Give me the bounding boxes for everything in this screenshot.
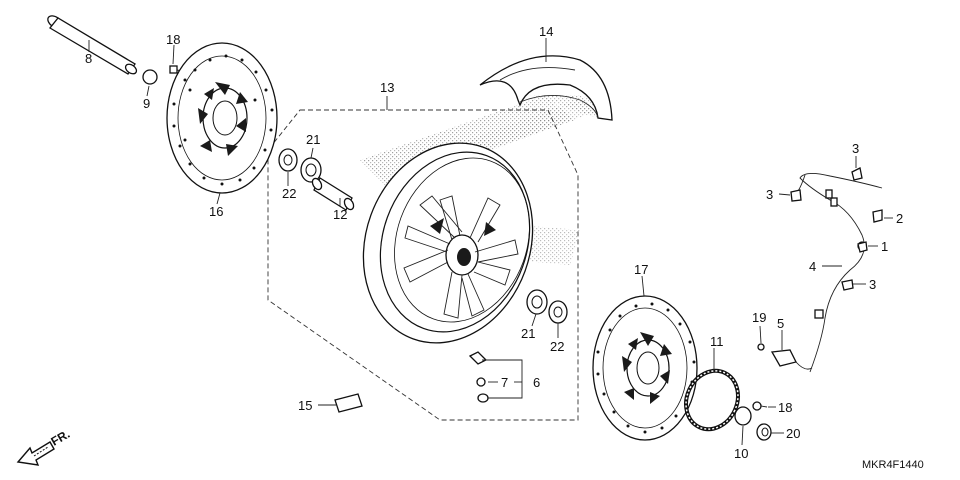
callout-8: 8 [85, 51, 92, 66]
right-disc-bolt-part [752, 401, 768, 411]
axle-nut-part [756, 423, 772, 441]
left-dust-seal [278, 148, 298, 172]
left-brake-disc [166, 42, 278, 194]
callout-18: 18 [778, 400, 792, 415]
right-brake-disc [592, 295, 698, 441]
callout-22: 22 [282, 186, 296, 201]
callout-13: 13 [380, 80, 394, 95]
front-arrow-icon [16, 441, 55, 466]
callout-18: 18 [166, 32, 180, 47]
right-collar-part [734, 406, 752, 426]
callout-19: 19 [752, 310, 766, 325]
callout-22: 22 [550, 339, 564, 354]
callout-16: 16 [209, 204, 223, 219]
callout-3: 3 [766, 187, 773, 202]
callout-5: 5 [777, 316, 784, 331]
wire-clamp-left [790, 189, 802, 202]
callout-20: 20 [786, 426, 800, 441]
right-dust-seal [548, 300, 568, 324]
wire-clamp-lower [841, 279, 854, 291]
wheel-rim [362, 142, 534, 344]
callout-6: 6 [533, 375, 540, 390]
balance-weight-part [334, 393, 363, 413]
wire-clamp-top [851, 167, 863, 181]
callout-3: 3 [869, 277, 876, 292]
callout-1: 1 [881, 239, 888, 254]
wire-guide-part [857, 241, 868, 253]
callout-2: 2 [896, 211, 903, 226]
callout-3: 3 [852, 141, 859, 156]
distance-collar-part [311, 177, 355, 211]
callout-11: 11 [710, 334, 724, 349]
speed-sensor-part [757, 343, 813, 370]
diagram-code: MKR4F1440 [862, 459, 924, 471]
left-bearing [300, 157, 322, 183]
callout-7: 7 [501, 375, 508, 390]
callout-21: 21 [306, 132, 320, 147]
harness-clip-part [872, 209, 883, 223]
callout-4: 4 [809, 259, 816, 274]
leader-lines [88, 38, 893, 446]
callout-12: 12 [333, 207, 347, 222]
wheel-assembly-outline [267, 109, 579, 421]
axle-collar-part [142, 69, 158, 85]
axle-part [47, 15, 138, 75]
front-direction-indicator: FR. [16, 427, 72, 466]
callout-9: 9 [143, 96, 150, 111]
callout-17: 17 [634, 262, 648, 277]
callout-21: 21 [521, 326, 535, 341]
callout-labels: 8 9 18 16 14 13 22 21 12 21 22 7 6 15 17… [85, 24, 903, 461]
right-bearing [526, 289, 548, 315]
pulser-ring-part [684, 368, 740, 432]
callout-14: 14 [539, 24, 553, 39]
callout-10: 10 [734, 446, 748, 461]
tire-part [479, 55, 613, 121]
tire-valve-part [468, 351, 489, 403]
callout-15: 15 [298, 398, 312, 413]
